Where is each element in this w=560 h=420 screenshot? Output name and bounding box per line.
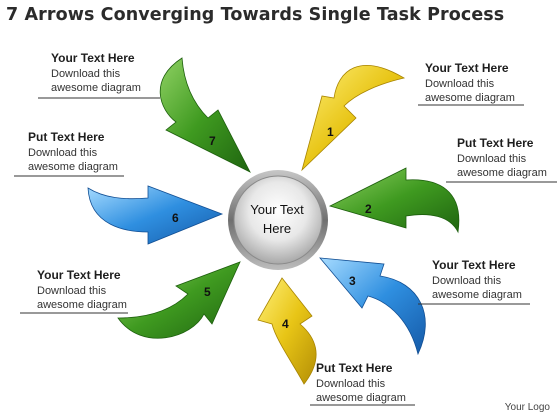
label-heading: Put Text Here xyxy=(28,130,105,144)
center-text-line2: Here xyxy=(263,221,291,236)
label-description: Download this awesome diagram xyxy=(316,378,406,404)
label-heading: Your Text Here xyxy=(51,51,135,65)
arrow-number-5: 5 xyxy=(204,285,211,299)
label-description: Download this awesome diagram xyxy=(432,275,522,301)
label-top-left: Your Text Here Download this awesome dia… xyxy=(51,51,141,95)
arrow-number-4: 4 xyxy=(282,317,289,331)
label-heading: Put Text Here xyxy=(457,136,534,150)
label-heading: Your Text Here xyxy=(37,268,121,282)
label-description: Download this awesome diagram xyxy=(51,68,141,94)
arrow-3 xyxy=(319,257,426,356)
label-mid-left: Put Text Here Download this awesome diag… xyxy=(28,130,118,174)
center-text-line1: Your Text xyxy=(250,202,304,217)
arrow-1 xyxy=(301,65,406,172)
label-underlines xyxy=(14,97,557,406)
arrow-7 xyxy=(159,57,251,173)
arrow-number-2: 2 xyxy=(365,202,372,216)
label-heading: Your Text Here xyxy=(432,258,516,272)
center-hub xyxy=(228,170,328,270)
arrow-number-7: 7 xyxy=(209,134,216,148)
arrow-number-1: 1 xyxy=(327,125,334,139)
arrow-2 xyxy=(328,167,460,234)
label-mid-right: Put Text Here Download this awesome diag… xyxy=(457,136,547,180)
arrow-number-3: 3 xyxy=(349,274,356,288)
label-bottom-right: Your Text Here Download this awesome dia… xyxy=(432,258,522,302)
label-bottom-left: Your Text Here Download this awesome dia… xyxy=(37,268,127,312)
label-heading: Put Text Here xyxy=(316,361,393,375)
logo-text: Your Logo xyxy=(504,402,550,413)
label-bottom-center: Put Text Here Download this awesome diag… xyxy=(316,361,406,405)
arrow-6 xyxy=(87,185,224,245)
label-heading: Your Text Here xyxy=(425,61,509,75)
label-description: Download this awesome diagram xyxy=(457,153,547,179)
page-title: 7 Arrows Converging Towards Single Task … xyxy=(6,5,505,25)
label-description: Download this awesome diagram xyxy=(37,285,127,311)
label-description: Download this awesome diagram xyxy=(28,147,118,173)
label-description: Download this awesome diagram xyxy=(425,78,515,104)
arrow-5 xyxy=(117,261,241,339)
arrow-number-6: 6 xyxy=(172,211,179,225)
arrow-4 xyxy=(257,277,317,385)
label-top-right: Your Text Here Download this awesome dia… xyxy=(425,61,515,105)
